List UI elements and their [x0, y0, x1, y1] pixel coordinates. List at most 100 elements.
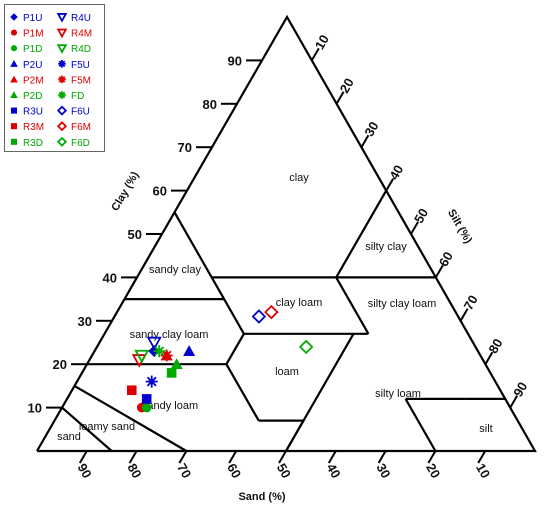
legend-label-R3D: R3D — [23, 138, 43, 149]
region-label-silt: silt — [479, 423, 492, 435]
legend-marker-R3D — [10, 138, 18, 145]
silt-tick-label-60: 60 — [436, 249, 456, 269]
silt-tick-label-50: 50 — [411, 206, 431, 226]
sand-tick-label-90: 90 — [75, 461, 95, 481]
clay-tick-label-20: 20 — [53, 357, 67, 372]
silt-tick-label-10: 10 — [312, 32, 332, 52]
sand-tick-label-80: 80 — [124, 461, 144, 481]
point-R4D-0 — [134, 349, 150, 364]
region-label-sand: sand — [57, 431, 81, 443]
legend-marker-R3M — [10, 123, 18, 130]
silt-tick-10 — [310, 47, 320, 61]
legend-marker-R4M — [56, 28, 68, 39]
region-label-clay-loam: clay loam — [276, 297, 322, 309]
legend-marker-P2M — [10, 75, 18, 83]
legend-marker-F5U — [58, 60, 66, 68]
legend-marker-P1D — [10, 45, 18, 52]
legend-marker-FD — [58, 91, 66, 99]
point-R3M-0 — [126, 385, 137, 396]
point-F5M-0 — [160, 349, 173, 362]
silt-tick-20 — [335, 91, 345, 105]
point-FD-0 — [153, 345, 166, 358]
silt-tick-60 — [434, 264, 444, 278]
legend-box — [4, 4, 105, 152]
point-P1D-0 — [141, 402, 152, 413]
sand-tick-60 — [228, 450, 238, 464]
legend-label-P2M: P2M — [23, 75, 44, 86]
silt-tick-40 — [385, 178, 395, 192]
legend-label-F5M: F5M — [71, 75, 91, 86]
region-label-loamy-sand: loamy sand — [79, 421, 135, 433]
sand-tick-label-30: 30 — [373, 461, 393, 481]
legend-label-R4M: R4M — [71, 29, 92, 40]
sand-tick-20 — [427, 450, 437, 464]
boundary-line-13 — [285, 333, 355, 452]
legend-marker-R3U — [10, 107, 18, 114]
silt-tick-70 — [459, 308, 469, 322]
legend-label-P2U: P2U — [23, 60, 42, 71]
point-F6D-0 — [298, 339, 314, 355]
silt-axis-label: Silt (%) — [445, 207, 474, 246]
silt-tick-50 — [410, 221, 419, 235]
legend-label-P1M: P1M — [23, 29, 44, 40]
silt-tick-label-30: 30 — [361, 119, 381, 139]
legend-marker-F5M — [58, 75, 66, 84]
clay-tick-label-40: 40 — [103, 270, 117, 285]
point-F6U-0 — [251, 309, 267, 324]
data-points — [126, 304, 314, 413]
boundary-line-4 — [335, 190, 388, 278]
legend-label-F6U: F6U — [71, 107, 90, 118]
boundary-line-15 — [404, 398, 437, 452]
point-R3U-0 — [141, 394, 152, 404]
silt-tick-label-90: 90 — [510, 379, 530, 399]
region-label-silty-clay: silty clay — [365, 241, 407, 253]
sand-tick-label-10: 10 — [473, 461, 493, 481]
silt-tick-label-80: 80 — [485, 336, 505, 356]
sand-tick-label-40: 40 — [324, 461, 344, 481]
point-P2D-0 — [170, 358, 183, 369]
point-F6M-0 — [264, 304, 279, 320]
region-label-silty-loam: silty loam — [375, 388, 421, 400]
boundary-line-7 — [335, 276, 370, 335]
legend-marker-F6M — [56, 121, 68, 132]
clay-tick-label-60: 60 — [153, 184, 167, 199]
clay-tick-label-10: 10 — [28, 401, 42, 416]
sand-tick-90 — [78, 450, 88, 464]
sand-tick-label-60: 60 — [224, 461, 244, 481]
sand-tick-50 — [278, 450, 287, 464]
region-label-loam: loam — [275, 366, 299, 378]
sand-tick-10 — [477, 450, 487, 464]
legend-marker-R4D — [56, 44, 68, 54]
silt-tick-80 — [484, 351, 494, 365]
boundary-line-10 — [225, 363, 260, 422]
clay-tick-label-50: 50 — [128, 227, 142, 242]
sand-tick-label-20: 20 — [423, 461, 443, 481]
legend-label-FD: FD — [71, 91, 84, 102]
point-R3D-0 — [166, 368, 177, 378]
legend-marker-F6D — [56, 136, 68, 147]
legend: P1UP1MP1DP2UP2MP2DR3UR3MR3DR4UR4MR4DF5UF… — [4, 4, 105, 152]
sand-axis-label: Sand (%) — [238, 491, 285, 503]
boundary-line-8 — [225, 333, 245, 365]
legend-label-R3M: R3M — [23, 122, 44, 133]
sand-tick-label-70: 70 — [174, 461, 194, 481]
clay-axis-label: Clay (%) — [109, 169, 141, 213]
legend-marker-P2D — [10, 91, 18, 99]
silt-tick-90 — [509, 395, 519, 409]
point-P2U-0 — [183, 345, 196, 356]
legend-label-R3U: R3U — [23, 107, 43, 118]
legend-marker-P2U — [10, 60, 18, 67]
sand-tick-label-50: 50 — [274, 461, 294, 481]
legend-label-F6M: F6M — [71, 122, 91, 133]
clay-tick-label-80: 80 — [203, 97, 217, 112]
legend-label-P1U: P1U — [23, 13, 42, 24]
legend-marker-F6U — [56, 105, 68, 116]
legend-label-F6D: F6D — [71, 138, 90, 149]
boundary-line-18 — [61, 406, 113, 452]
clay-tick-label-30: 30 — [78, 314, 92, 329]
legend-marker-R4U — [56, 13, 68, 23]
region-label-clay: clay — [289, 172, 309, 184]
silt-tick-30 — [360, 134, 370, 148]
